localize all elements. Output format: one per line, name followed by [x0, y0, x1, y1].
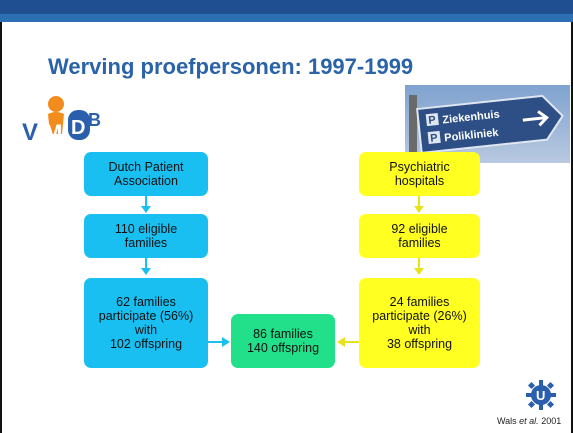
- slide-border-left: [0, 22, 2, 433]
- arrow-right-1: [418, 196, 420, 207]
- participating-families-left-box: 62 families participate (56%) with 102 o…: [84, 278, 208, 368]
- arrow-left-2: [145, 258, 147, 269]
- header-bar: [0, 0, 573, 22]
- svg-text:P: P: [430, 132, 439, 145]
- eligible-families-left-box: 110 eligible families: [84, 214, 208, 258]
- combined-families-box: 86 families 140 offspring: [231, 314, 335, 368]
- svg-text:M: M: [44, 120, 62, 145]
- arrow-head-to-merge-right: [337, 337, 345, 347]
- arrow-head-left-1: [141, 206, 151, 213]
- arrow-right-2: [418, 258, 420, 269]
- arrow-to-merge-left: [208, 341, 224, 343]
- arrow-left-1: [145, 196, 147, 207]
- svg-text:D: D: [71, 117, 85, 139]
- dutch-patient-association-box: Dutch Patient Association: [84, 152, 208, 196]
- citation: Wals et al. 2001: [497, 416, 562, 426]
- arrow-head-to-merge-left: [222, 337, 230, 347]
- svg-text:U: U: [536, 388, 545, 403]
- arrow-head-right-1: [414, 206, 424, 213]
- svg-text:P: P: [428, 114, 437, 127]
- svg-text:V: V: [22, 119, 38, 146]
- vmdb-logo-icon: V M D B: [22, 96, 101, 146]
- psychiatric-hospitals-box: Psychiatric hospitals: [359, 152, 480, 196]
- eligible-families-right-box: 92 eligible families: [359, 214, 480, 258]
- slide-title: Werving proefpersonen: 1997-1999: [48, 54, 414, 79]
- hospital-sign-photo-icon: P P Ziekenhuis Polikliniek: [405, 85, 570, 163]
- utrecht-university-logo-icon: U: [526, 380, 556, 410]
- arrow-to-merge-right: [345, 341, 359, 343]
- svg-text:B: B: [88, 110, 101, 130]
- arrow-head-left-2: [141, 268, 151, 275]
- slide-border-right: [571, 22, 573, 433]
- svg-text:Polikliniek: Polikliniek: [444, 127, 500, 145]
- participating-families-right-box: 24 families participate (26%) with 38 of…: [359, 278, 480, 368]
- arrow-head-right-2: [414, 268, 424, 275]
- svg-text:Ziekenhuis: Ziekenhuis: [442, 109, 500, 127]
